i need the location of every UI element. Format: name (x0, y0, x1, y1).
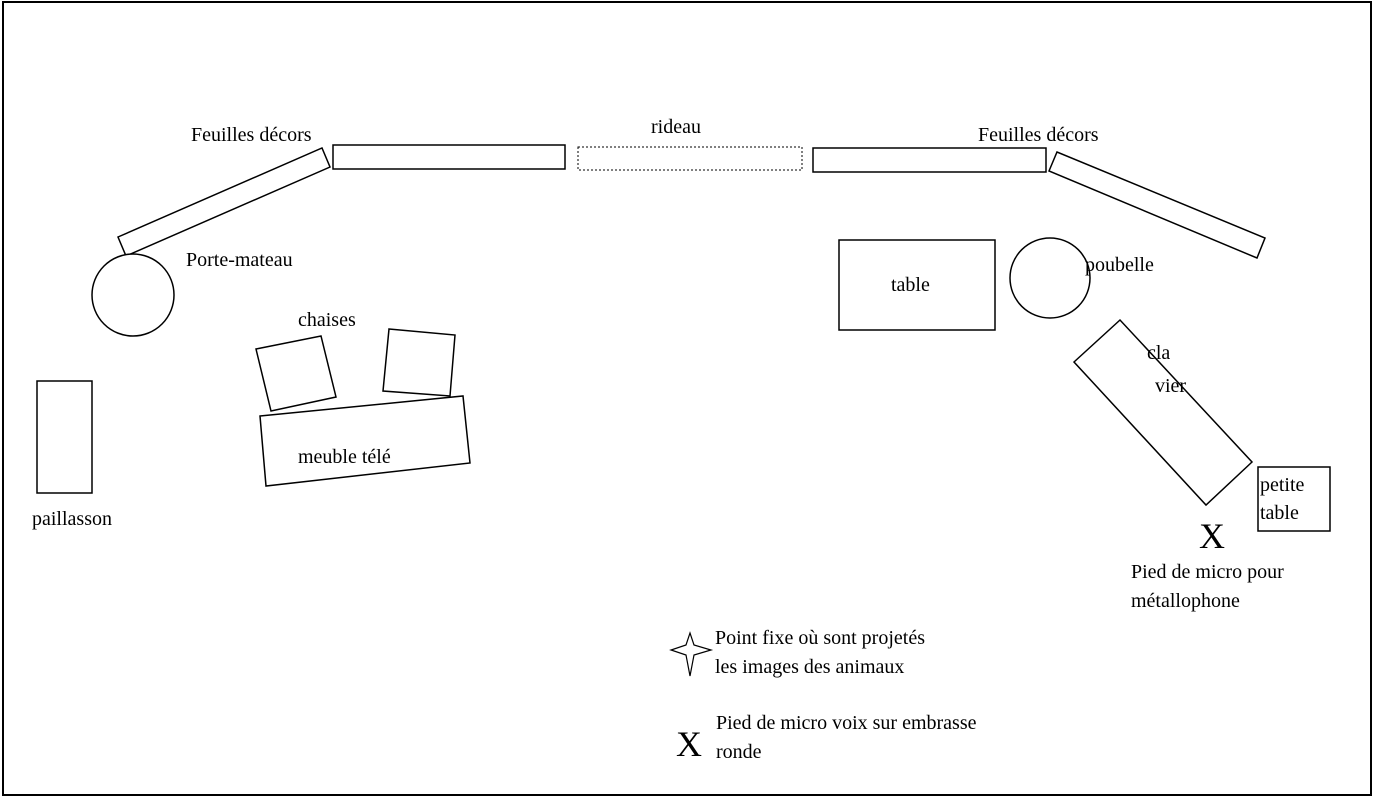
metallophone-mic-label-line1: Pied de micro pour (1131, 561, 1284, 583)
four-point-star-icon (669, 631, 714, 677)
chair-left (255, 335, 337, 412)
decor-panel-right-slanted (1048, 151, 1266, 259)
keyboard-label-line2: vier (1155, 375, 1187, 397)
table-label: table (891, 274, 930, 296)
coat-rack-circle (91, 253, 175, 337)
decor-panel-left-straight (332, 144, 566, 170)
bin-circle (1009, 237, 1091, 319)
decor-panel-left-slanted (117, 147, 331, 257)
bin-label: poubelle (1085, 254, 1154, 276)
small-table-rect (1257, 466, 1331, 532)
metallophone-mic-marker: X (1199, 516, 1225, 556)
keyboard-label-line1: cla (1147, 342, 1171, 364)
legend-mic-stand-line2: ronde (716, 741, 762, 763)
legend-fixed-point-line1: Point fixe où sont projetés (715, 627, 925, 649)
small-table-label-line1: petite (1260, 474, 1305, 496)
legend-mic-stand-line1: Pied de micro voix sur embrasse (716, 712, 977, 734)
curtain-label: rideau (651, 116, 701, 138)
doormat-label: paillasson (32, 508, 112, 530)
chair-right (382, 328, 456, 397)
legend-fixed-point-line2: les images des animaux (715, 656, 905, 678)
decor-panel-right-straight (812, 147, 1047, 173)
tv-cabinet-label: meuble télé (298, 446, 391, 468)
chairs-label: chaises (298, 309, 356, 331)
curtain-panel (577, 146, 803, 171)
metallophone-mic-label-line2: métallophone (1131, 590, 1240, 612)
keyboard-rect (1072, 318, 1254, 507)
legend-mic-stand-symbol: X (676, 724, 702, 764)
coat-rack-label: Porte-mateau (186, 249, 293, 271)
feuilles-decors-right-label: Feuilles décors (978, 124, 1099, 146)
table-rect (838, 239, 996, 331)
small-table-label-line2: table (1260, 502, 1299, 524)
tv-cabinet-rect (259, 395, 471, 487)
feuilles-decors-left-label: Feuilles décors (191, 124, 312, 146)
doormat-rect (36, 380, 93, 494)
